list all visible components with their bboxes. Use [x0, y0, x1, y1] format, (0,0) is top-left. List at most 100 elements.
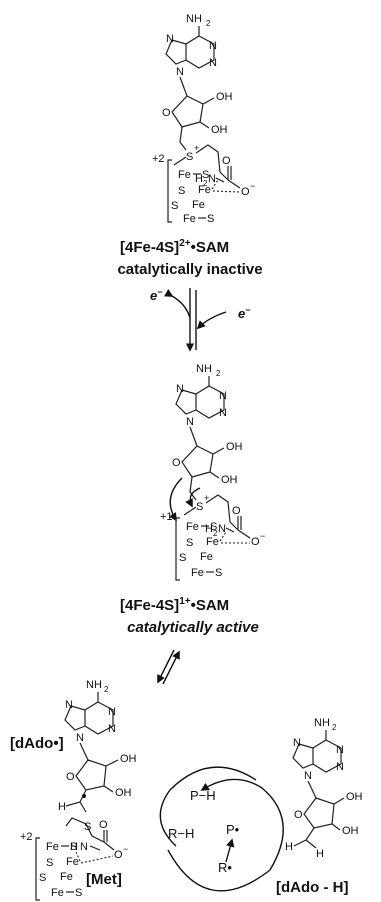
- product-radical-p: P•: [226, 822, 240, 837]
- s-4-bl: S: [75, 887, 82, 899]
- amine-subscript-bl: 2: [104, 685, 109, 694]
- cluster-charge-mid: +1: [160, 511, 173, 523]
- s-1-mid: S: [210, 521, 217, 533]
- fe-2-mid: Fe: [200, 551, 213, 563]
- amine-subscript-br: 2: [332, 723, 337, 732]
- purine-n3-bl: N: [108, 723, 116, 735]
- purine-n9-bl: N: [76, 732, 84, 744]
- fe-3-mid: Fe: [191, 567, 204, 579]
- electron-right-charge: −: [245, 305, 251, 315]
- hydroxyl-1-br: OH: [346, 791, 363, 803]
- amine-label-br: NH: [314, 717, 330, 729]
- hydroxyl-1-mid: OH: [226, 441, 243, 453]
- ribose-oxygen-br: O: [294, 809, 303, 821]
- equilibrium-arrows: [157, 649, 180, 685]
- electron-left-charge: −: [157, 287, 163, 297]
- met-carbonyl-o: O: [99, 819, 108, 831]
- carboxylate-o-mid: O: [251, 536, 260, 548]
- purine-n3-br: N: [336, 761, 344, 773]
- carboxylate-o: O: [241, 186, 250, 198]
- active-sam: •SAM: [191, 597, 230, 614]
- electron-right-e: e: [238, 306, 245, 321]
- fe-1-bl: Fe: [46, 841, 59, 853]
- met-label: [Met]: [86, 871, 122, 888]
- product-ph: P−H: [190, 788, 216, 803]
- dado-h-structure: NH 2 N N N N O OH OH H H [dAdo - H]: [276, 717, 363, 896]
- active-cluster-charge: 1+: [179, 596, 191, 607]
- inactive-cluster-charge: 2+: [179, 238, 191, 249]
- amine-h-sub-mid: 2: [213, 529, 218, 538]
- dado-radical-structure: NH 2 N N N N O OH OH H [dAdo•]: [10, 679, 137, 813]
- amine-subscript: 2: [206, 19, 211, 28]
- purine-n1-br: N: [336, 744, 344, 756]
- purine-n7: N: [166, 33, 174, 45]
- sulfonium-mid: S: [196, 501, 203, 513]
- sulfonium-charge-mid: +: [204, 493, 209, 503]
- active-cluster-name: [4Fe-4S]: [120, 597, 179, 614]
- s-4: S: [207, 213, 214, 225]
- fe-apical: Fe: [198, 184, 211, 196]
- amine-label-bl: NH: [86, 679, 102, 691]
- s-2-mid: S: [186, 537, 193, 549]
- amine-n: N: [208, 173, 216, 185]
- purine-n3: N: [209, 57, 217, 69]
- electron-right: e−: [238, 305, 251, 321]
- dado-h-label: [dAdo - H]: [276, 879, 348, 896]
- purine-n9-br: N: [304, 770, 312, 782]
- purine-n1: N: [209, 40, 217, 52]
- methylene-h: H: [58, 801, 66, 813]
- hydroxyl-2-br: OH: [342, 825, 359, 837]
- inactive-sam: •SAM: [191, 239, 230, 256]
- amine-h: H: [195, 173, 203, 185]
- state-label-inactive: [4Fe-4S]2+•SAM catalytically inactive: [117, 238, 262, 278]
- purine-n1-mid: N: [219, 390, 227, 402]
- hydroxyl-2: OH: [211, 124, 228, 136]
- met-sulfur: S: [84, 821, 91, 833]
- hydroxyl-2-bl: OH: [115, 787, 132, 799]
- purine-n7-mid: N: [176, 383, 184, 395]
- fe-apical-bl: Fe: [66, 856, 79, 868]
- s-3: S: [171, 200, 178, 212]
- carbonyl-o-mid: O: [232, 505, 241, 517]
- carboxylate-charge-mid: −: [260, 531, 265, 541]
- methyl-h1: H: [285, 841, 293, 853]
- s-1: S: [202, 169, 209, 181]
- amine-subscript-mid: 2: [216, 369, 221, 378]
- s-3-bl: S: [39, 872, 46, 884]
- fe-1: Fe: [178, 169, 191, 181]
- amine-n-mid: N: [218, 523, 226, 535]
- amine-h-sub: 2: [203, 179, 208, 188]
- substrate-radical-r: R•: [218, 860, 232, 875]
- inactive-cluster-name: [4Fe-4S]: [120, 239, 179, 256]
- s-3-mid: S: [179, 552, 186, 564]
- methyl-h2: H: [316, 848, 324, 860]
- substrate-rh: R−H: [168, 826, 194, 841]
- sulfonium: S: [186, 151, 193, 163]
- electron-left: e−: [150, 287, 163, 303]
- met-carboxylate-charge: −: [123, 844, 128, 854]
- purine-n1-bl: N: [108, 706, 116, 718]
- hydroxyl-2-mid: OH: [221, 474, 238, 486]
- fe-2-bl: Fe: [60, 871, 73, 883]
- purine-n9-mid: N: [186, 416, 194, 428]
- electron-transfer-arrows: e− e−: [150, 287, 251, 352]
- amine-label-mid: NH: [196, 363, 212, 375]
- s-2: S: [178, 185, 185, 197]
- amine-h-mid: H: [205, 523, 213, 535]
- cluster-charge-bl: +2: [20, 831, 33, 843]
- fe-apical-mid: Fe: [206, 536, 219, 548]
- fe-2: Fe: [192, 199, 205, 211]
- s-2-bl: S: [46, 857, 53, 869]
- purine-n7-br: N: [293, 737, 301, 749]
- sam-structure-top: NH 2 N N N N O OH OH S + H 2 N O O − +2: [152, 13, 255, 225]
- ribose-oxygen-mid: O: [172, 457, 181, 469]
- carboxylate-charge: −: [250, 181, 255, 191]
- fe-3-bl: Fe: [51, 887, 64, 899]
- cluster-charge-top: +2: [152, 153, 165, 165]
- carbonyl-o: O: [222, 155, 231, 167]
- met-cluster-structure: S H N O O − +2 Fe S S Fe S Fe Fe S [Met]: [20, 817, 128, 901]
- inactive-description: catalytically inactive: [117, 261, 262, 278]
- active-description: catalytically active: [127, 619, 259, 636]
- svg-text:[4Fe-4S]1+•SAM: [4Fe-4S]1+•SAM: [120, 596, 229, 614]
